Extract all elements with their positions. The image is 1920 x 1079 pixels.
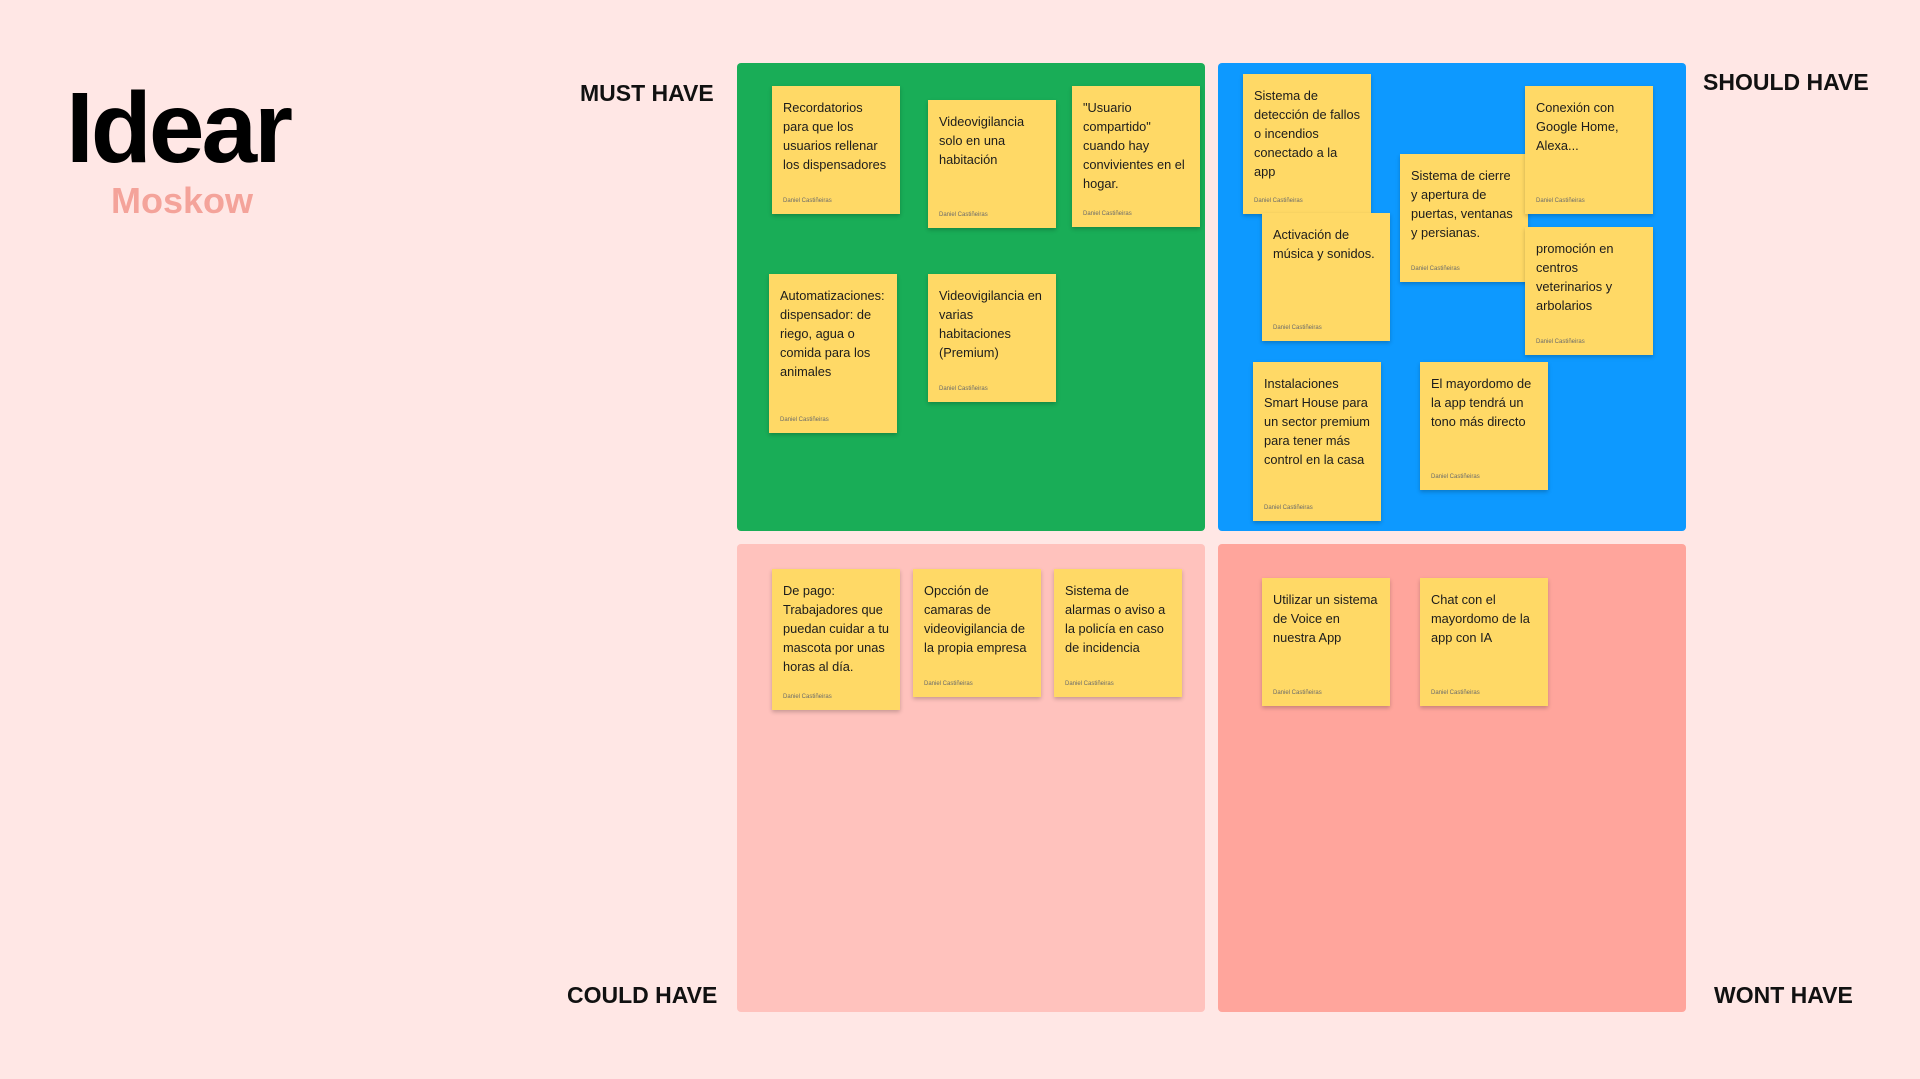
note-author: Daniel Castiñeiras [1431,690,1480,696]
sticky-note[interactable]: Sistema de cierre y apertura de puertas,… [1400,154,1528,282]
wont-have-label: WONT HAVE [1714,982,1853,1008]
must-have-label: MUST HAVE [580,80,714,106]
note-author: Daniel Castiñeiras [1264,505,1313,511]
sticky-note[interactable]: promoción en centros veterinarios y arbo… [1525,227,1653,355]
note-text: Videovigilancia solo en una habitación [939,114,1025,167]
sticky-note[interactable]: Recordatorios para que los usuarios rell… [772,86,900,214]
note-author: Daniel Castiñeiras [1065,681,1114,687]
note-author: Daniel Castiñeiras [939,212,988,218]
note-author: Daniel Castiñeiras [924,681,973,687]
sticky-note[interactable]: "Usuario compartido" cuando hay convivie… [1072,86,1200,227]
note-author: Daniel Castiñeiras [780,417,829,423]
sticky-note[interactable]: Instalaciones Smart House para un sector… [1253,362,1381,521]
sticky-note[interactable]: El mayordomo de la app tendrá un tono má… [1420,362,1548,490]
sticky-note[interactable]: Sistema de alarmas o aviso a la policía … [1054,569,1182,697]
note-author: Daniel Castiñeiras [1536,198,1585,204]
note-author: Daniel Castiñeiras [1273,325,1322,331]
note-author: Daniel Castiñeiras [1273,690,1322,696]
sticky-note[interactable]: De pago: Trabajadores que puedan cuidar … [772,569,900,710]
sticky-note[interactable]: Activación de música y sonidos. Daniel C… [1262,213,1390,341]
could-have-label: COULD HAVE [567,982,718,1008]
sticky-note[interactable]: Utilizar un sistema de Voice en nuestra … [1262,578,1390,706]
note-author: Daniel Castiñeiras [1536,339,1585,345]
note-text: De pago: Trabajadores que puedan cuidar … [783,583,890,674]
note-author: Daniel Castiñeiras [783,694,832,700]
sticky-note[interactable]: Videovigilancia en varias habitaciones (… [928,274,1056,402]
sticky-note[interactable]: Videovigilancia solo en una habitación D… [928,100,1056,228]
note-author: Daniel Castiñeiras [1431,474,1480,480]
sticky-note[interactable]: Sistema de detección de fallos o incendi… [1243,74,1371,214]
note-text: Activación de música y sonidos. [1273,227,1375,261]
sticky-note[interactable]: Conexión con Google Home, Alexa... Danie… [1525,86,1653,214]
note-author: Daniel Castiñeiras [783,198,832,204]
note-text: Utilizar un sistema de Voice en nuestra … [1273,592,1378,645]
sticky-note[interactable]: Opcción de camaras de videovigilancia de… [913,569,1041,697]
note-text: Automatizaciones: dispensador: de riego,… [780,288,885,379]
note-text: El mayordomo de la app tendrá un tono má… [1431,376,1532,429]
note-author: Daniel Castiñeiras [1411,266,1460,272]
note-text: Conexión con Google Home, Alexa... [1536,100,1619,153]
note-text: Sistema de alarmas o aviso a la policía … [1065,583,1166,655]
sticky-note[interactable]: Chat con el mayordomo de la app con IA D… [1420,578,1548,706]
note-text: Opcción de camaras de videovigilancia de… [924,583,1027,655]
note-text: Sistema de detección de fallos o incendi… [1254,88,1360,179]
note-text: Chat con el mayordomo de la app con IA [1431,592,1530,645]
note-author: Daniel Castiñeiras [1254,198,1303,204]
note-text: "Usuario compartido" cuando hay convivie… [1083,100,1185,191]
page-title: Idear [66,72,293,184]
note-text: Recordatorios para que los usuarios rell… [783,100,887,172]
note-text: Videovigilancia en varias habitaciones (… [939,288,1042,360]
page-subtitle: Moskow [111,180,254,221]
sticky-note[interactable]: Automatizaciones: dispensador: de riego,… [769,274,897,433]
note-text: Instalaciones Smart House para un sector… [1264,376,1370,467]
should-have-label: SHOULD HAVE [1703,69,1869,95]
note-author: Daniel Castiñeiras [1083,211,1132,217]
note-author: Daniel Castiñeiras [939,386,988,392]
note-text: promoción en centros veterinarios y arbo… [1536,241,1614,313]
note-text: Sistema de cierre y apertura de puertas,… [1411,168,1513,240]
